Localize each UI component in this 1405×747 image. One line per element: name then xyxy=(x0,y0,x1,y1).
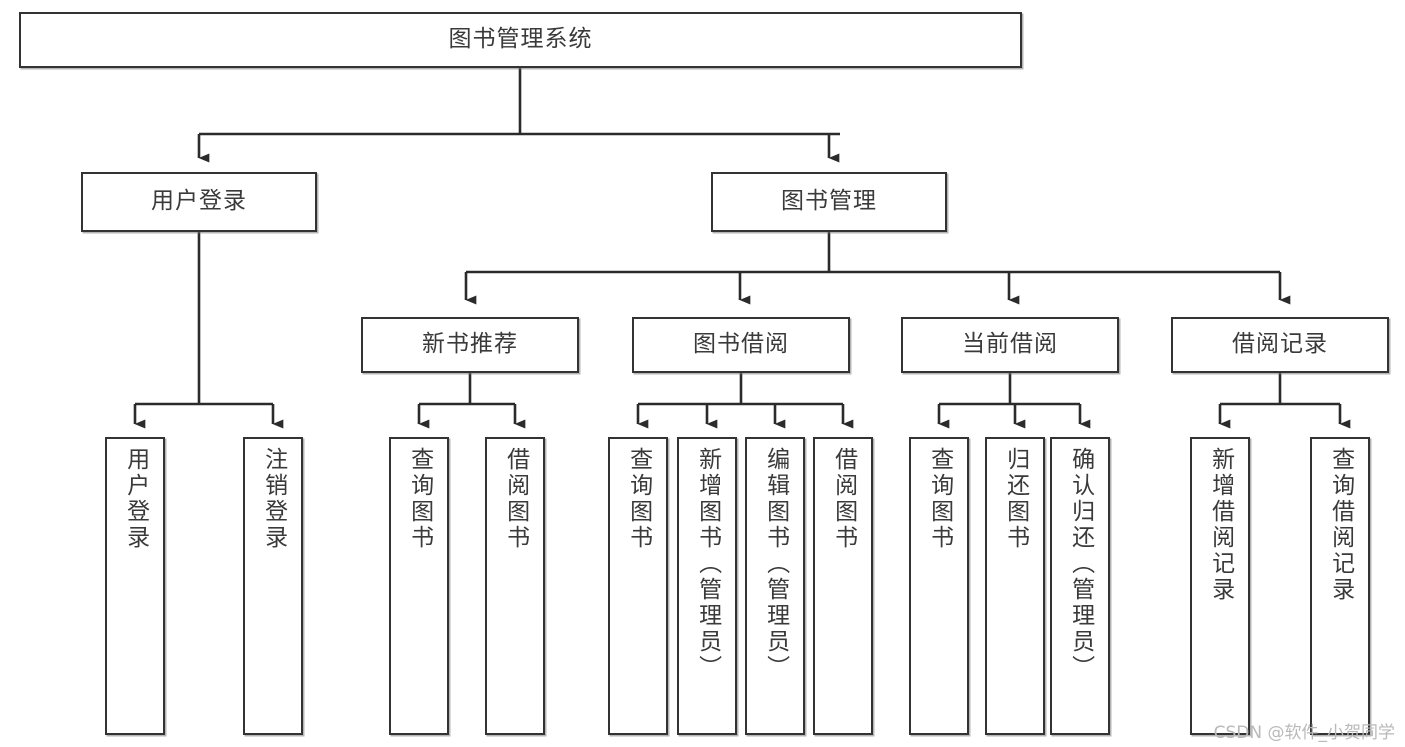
node-borrow-record[interactable]: 借阅记录 xyxy=(1171,317,1389,373)
leaf-user-login[interactable]: 用户登录 xyxy=(105,437,165,735)
leaf-add-book-label: 新增图书（管理员） xyxy=(694,447,721,681)
leaf-query-book-2-label: 查询图书 xyxy=(625,447,652,551)
leaf-add-record-label: 新增借阅记录 xyxy=(1207,447,1234,603)
csdn-watermark: CSDN @软件_小贺同学 xyxy=(1213,723,1395,743)
leaf-query-book-2[interactable]: 查询图书 xyxy=(608,437,668,735)
leaf-borrow-book-2[interactable]: 借阅图书 xyxy=(813,437,873,735)
leaf-borrow-book-1[interactable]: 借阅图书 xyxy=(485,437,545,735)
leaf-user-login-label: 用户登录 xyxy=(122,447,149,551)
leaf-return-book-label: 归还图书 xyxy=(1002,447,1029,551)
node-root[interactable]: 图书管理系统 xyxy=(19,12,1022,68)
leaf-edit-book-label: 编辑图书（管理员） xyxy=(762,447,789,681)
leaf-confirm-return[interactable]: 确认归还（管理员） xyxy=(1050,437,1110,735)
leaf-query-record-label: 查询借阅记录 xyxy=(1327,447,1354,603)
leaf-logout-label: 注销登录 xyxy=(260,447,287,551)
leaf-query-book-3[interactable]: 查询图书 xyxy=(909,437,969,735)
leaf-borrow-book-1-label: 借阅图书 xyxy=(502,447,529,551)
node-current-borrow[interactable]: 当前借阅 xyxy=(901,317,1119,373)
leaf-query-book-1[interactable]: 查询图书 xyxy=(389,437,449,735)
leaf-logout[interactable]: 注销登录 xyxy=(243,437,303,735)
node-user-login-label: 用户登录 xyxy=(151,188,247,215)
node-root-label: 图书管理系统 xyxy=(448,26,593,53)
node-book-manage-label: 图书管理 xyxy=(781,188,877,215)
node-book-manage[interactable]: 图书管理 xyxy=(711,172,947,232)
leaf-borrow-book-2-label: 借阅图书 xyxy=(830,447,857,551)
node-book-borrow-label: 图书借阅 xyxy=(693,331,789,358)
leaf-confirm-return-label: 确认归还（管理员） xyxy=(1067,447,1094,681)
node-new-book-rec[interactable]: 新书推荐 xyxy=(361,317,579,373)
leaf-query-book-3-label: 查询图书 xyxy=(926,447,953,551)
leaf-add-record[interactable]: 新增借阅记录 xyxy=(1190,437,1250,735)
node-user-login[interactable]: 用户登录 xyxy=(81,172,317,232)
leaf-edit-book[interactable]: 编辑图书（管理员） xyxy=(745,437,805,735)
leaf-add-book[interactable]: 新增图书（管理员） xyxy=(677,437,737,735)
node-new-book-rec-label: 新书推荐 xyxy=(422,331,518,358)
node-borrow-record-label: 借阅记录 xyxy=(1232,331,1328,358)
node-current-borrow-label: 当前借阅 xyxy=(962,331,1058,358)
leaf-return-book[interactable]: 归还图书 xyxy=(985,437,1045,735)
leaf-query-book-1-label: 查询图书 xyxy=(406,447,433,551)
node-book-borrow[interactable]: 图书借阅 xyxy=(632,317,850,373)
leaf-query-record[interactable]: 查询借阅记录 xyxy=(1310,437,1370,735)
